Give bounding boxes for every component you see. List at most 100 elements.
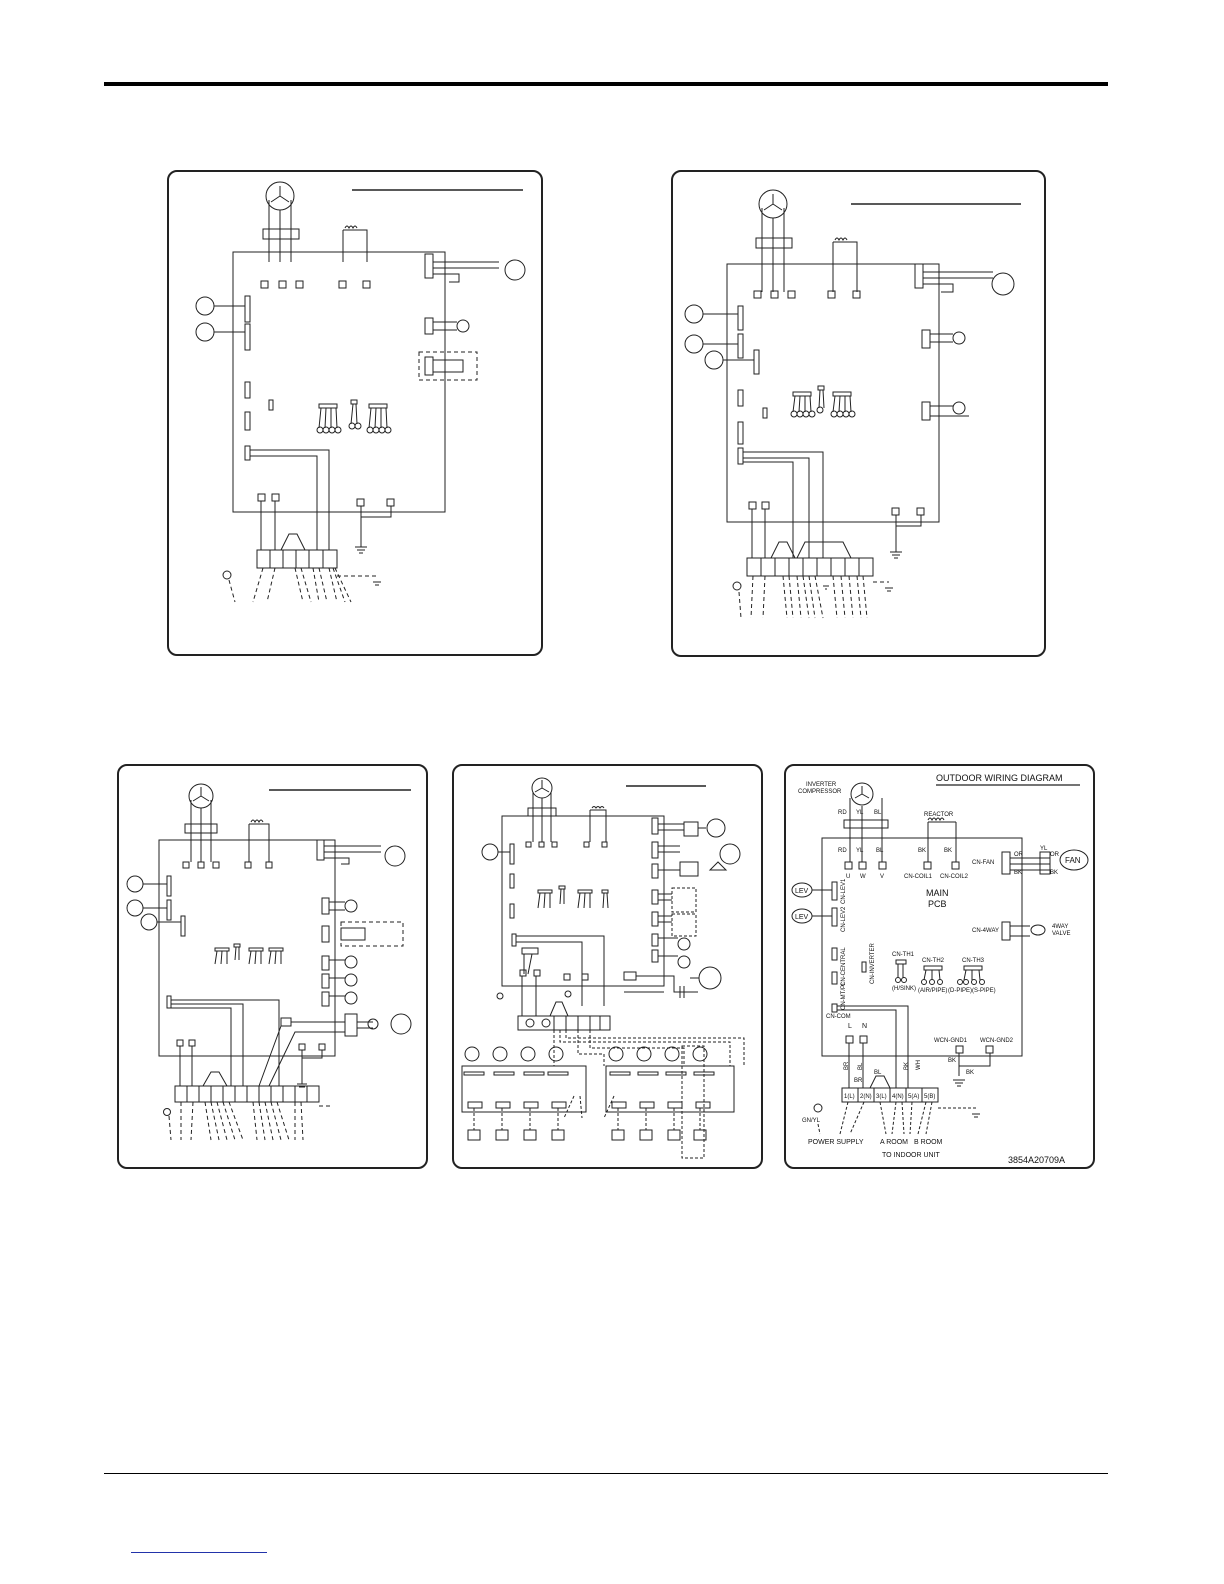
ground-terminal	[163, 1108, 171, 1116]
terminal-n	[271, 493, 280, 502]
com-wires	[516, 935, 605, 1006]
terminal-2n: 2(N)	[860, 1094, 872, 1100]
pipe-sensor-2	[929, 979, 935, 985]
terminal-dividers	[857, 1088, 923, 1102]
main-pcb-label-2: PCB	[928, 899, 947, 909]
cn-th3-connector	[963, 965, 983, 971]
fan-wire-bk-1: BK	[1014, 870, 1022, 876]
footer-link-underline[interactable]	[131, 1552, 267, 1553]
wiring-diagram-panel-1	[167, 170, 543, 656]
main-pcb-label-1: MAIN	[926, 888, 949, 898]
valve-wires	[433, 321, 457, 331]
valve-wires	[329, 901, 345, 911]
cn-inverter-label: CN-INVERTER	[870, 942, 876, 984]
cn-com-label: CN-COM	[826, 1014, 851, 1020]
terminal-w	[858, 861, 867, 870]
wire-color-bk: BK	[904, 1062, 910, 1070]
valve-coil	[456, 319, 470, 333]
connector-a	[737, 389, 744, 407]
power-wires	[751, 509, 852, 559]
gnd1-terminal	[955, 1045, 964, 1054]
terminal-5a: 5(A)	[908, 1094, 919, 1100]
lev-motor-3	[140, 913, 158, 931]
wire-color-bk-2: BK	[944, 848, 952, 854]
gnd-terminal-1	[891, 507, 900, 516]
option-connector	[321, 925, 330, 943]
document-number: 3854A20709A	[1008, 1155, 1065, 1165]
relay-1-wires	[523, 953, 533, 975]
compressor-symbol	[850, 782, 874, 806]
fan-wires	[923, 271, 993, 293]
gnd-terminal-2	[916, 507, 925, 516]
valve-wires	[930, 333, 953, 343]
main-pcb	[232, 251, 446, 513]
connector-f	[321, 991, 330, 1007]
terminal-u	[844, 861, 853, 870]
field-wires	[817, 1101, 976, 1135]
reactor-wires	[927, 821, 957, 862]
com-connector	[166, 995, 172, 1009]
terminal-dividers	[553, 1016, 601, 1030]
connector-b-wires	[658, 845, 680, 853]
compressor-windings	[763, 194, 783, 211]
fan-wires	[1010, 857, 1050, 871]
fan-wire-or-2: OR	[1050, 852, 1060, 858]
lev-wires	[812, 889, 832, 917]
wire-color-bl-1: BL	[858, 1062, 864, 1070]
pipe-label-2: (D-PIPE)(S-PIPE)	[948, 988, 996, 994]
part-d	[344, 955, 358, 969]
cn-central-label: CN-CENTRAL	[841, 947, 847, 986]
lev-motor-1	[684, 304, 704, 324]
compressor-wires	[268, 200, 292, 262]
lev-connector-3	[180, 915, 186, 937]
ground-symbol	[953, 1079, 965, 1087]
connector-a	[244, 381, 251, 399]
gnd-terminal-1	[356, 498, 365, 507]
wire-color-wh: WH	[916, 1060, 922, 1070]
lev-motor-2	[195, 322, 215, 342]
heatsink-sensor-1	[895, 977, 901, 983]
cn-lev2-connector	[831, 907, 838, 927]
terminal-3l: 3(L)	[876, 1094, 887, 1100]
ground-terminal	[222, 570, 232, 580]
wire-color-yl-top: YL	[856, 810, 864, 816]
lev-connector-1	[737, 305, 744, 331]
outdoor-wiring-diagram-panel: OUTDOOR WIRING DIAGRAM INVERTER COMPRESS…	[784, 764, 1095, 1169]
connector-f	[651, 933, 659, 947]
wire-color-bk-1: BK	[918, 848, 926, 854]
terminal-n	[533, 969, 541, 977]
com-wires	[171, 999, 280, 1086]
relay-box	[280, 1017, 292, 1027]
connector-d	[321, 955, 330, 971]
ground-terminal-b	[564, 990, 572, 998]
option-part	[340, 927, 366, 941]
terminal-block	[746, 557, 874, 577]
part-wires	[658, 937, 678, 957]
compressor-terminal-block	[755, 237, 793, 249]
gnd-terminal-1	[298, 1043, 306, 1051]
wcn-gnd1-label: WCN-GND1	[934, 1038, 968, 1044]
fan-wires	[433, 261, 499, 283]
terminal-5b: 5(B)	[924, 1094, 935, 1100]
terminal-dividers	[760, 558, 860, 576]
cn-th2-connector	[923, 965, 943, 971]
compressor-terminal-block	[843, 819, 889, 829]
field-wires	[168, 1101, 333, 1141]
terminal-u-label: U	[846, 874, 850, 880]
optional-unit-box	[681, 1045, 705, 1159]
cn-4way-connector	[1001, 921, 1011, 941]
fan-relay	[1039, 851, 1051, 875]
pipe-sensor-5	[963, 979, 969, 985]
valve-coil	[952, 331, 966, 345]
lev-connector-1	[244, 295, 251, 323]
cn-lev1-label: CN-LEV1	[841, 878, 847, 904]
power-wires	[521, 976, 569, 1017]
gnd-bk-label-2: BK	[966, 1070, 974, 1076]
com-wires	[250, 449, 330, 550]
cn-coil2-label: CN-COIL2	[940, 874, 969, 880]
wiring-diagram-2	[684, 189, 1021, 619]
reactor-wires	[589, 809, 607, 842]
fan-motor	[991, 272, 1015, 296]
option-box-2	[671, 913, 697, 937]
fan-relay-2	[623, 971, 637, 981]
